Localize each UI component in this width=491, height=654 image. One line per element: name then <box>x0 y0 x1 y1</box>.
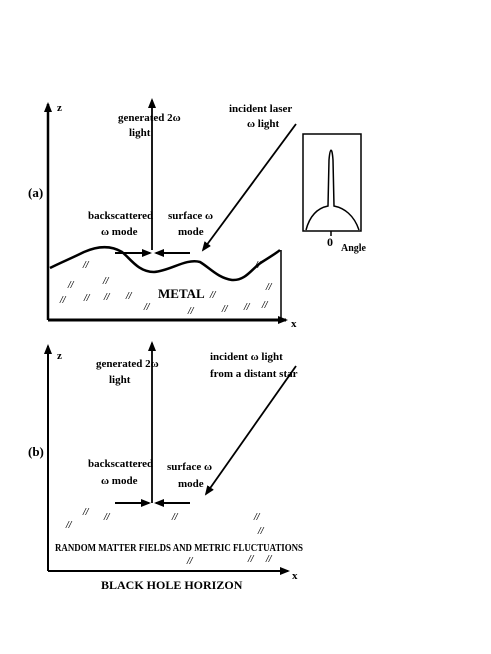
a-hatch-mark: // <box>143 302 151 313</box>
a-backscattered-label-line1: backscattered <box>88 210 153 222</box>
b-hatch-mark: // <box>253 512 261 523</box>
a-surface-label-line1: surface ω <box>168 210 213 222</box>
b-hatch-mark: // <box>186 556 194 567</box>
a-metal-label: METAL <box>158 286 205 301</box>
b-hatch-mark: // <box>265 554 273 565</box>
a-backscattered-label-line2: ω mode <box>101 226 138 238</box>
a-generated-label-line1: generated 2ω <box>118 112 181 124</box>
b-panel-label: (b) <box>28 444 44 459</box>
a-hatch-mark: // <box>125 291 133 302</box>
a-incident-label-line1: incident laser <box>229 103 292 115</box>
a-hatch-mark: // <box>265 282 273 293</box>
a-panel-label: (a) <box>28 185 43 200</box>
a-hatch-mark: // <box>83 293 91 304</box>
b-surface-label-line2: mode <box>178 478 204 490</box>
a-hatch-mark: // <box>67 280 75 291</box>
a-inset-plot: 0 Angle <box>302 133 367 254</box>
b-backscattered-label-line1: backscattered <box>88 458 153 470</box>
a-hatch-mark: // <box>243 302 251 313</box>
b-surface-label-line1: surface ω <box>167 461 212 473</box>
b-incident-light-arrow <box>204 365 297 496</box>
a-z-label: z <box>57 102 62 114</box>
a-incident-label-line2: ω light <box>247 118 280 130</box>
a-hatch-mark: // <box>59 295 67 306</box>
b-fields-label: RANDOM MATTER FIELDS AND METRIC FLUCTUAT… <box>55 542 303 554</box>
b-hatch-mark: // <box>247 554 255 565</box>
a-incident-light-arrow <box>201 123 297 252</box>
b-hatch-mark: // <box>82 507 90 518</box>
a-surface-label-line2: mode <box>178 226 204 238</box>
b-generated-label-line1: generated 2ω <box>96 358 159 370</box>
b-hatch-mark: // <box>65 520 73 531</box>
a-x-label: x <box>291 318 297 330</box>
a-hatch-mark: // <box>103 292 111 303</box>
a-hatch-mark: // <box>254 260 262 271</box>
b-incident-label-line2: from a distant star <box>210 368 298 380</box>
a-inset-tick-label: 0 <box>327 235 333 249</box>
a-metal-surface <box>49 245 281 282</box>
panel-b: z x (b) generated 2ω light incident ω li… <box>28 341 303 592</box>
b-backscattered-label-line2: ω mode <box>101 475 138 487</box>
b-hatch-mark: // <box>257 526 265 537</box>
a-hatch-mark: // <box>221 304 229 315</box>
a-hatch-mark: // <box>82 260 90 271</box>
a-hatch-mark: // <box>261 300 269 311</box>
b-z-label: z <box>57 350 62 362</box>
a-generated-label-line2: light <box>129 127 151 139</box>
b-incident-label-line1: incident ω light <box>210 351 283 363</box>
b-hatch-marks: // // // // // // // // // <box>65 507 273 567</box>
a-hatch-marks: // // // // // // // // // // // // // /… <box>59 260 273 317</box>
a-inset-curve <box>305 149 360 231</box>
b-x-label: x <box>292 570 298 582</box>
b-hatch-mark: // <box>171 512 179 523</box>
a-hatch-mark: // <box>102 276 110 287</box>
b-hatch-mark: // <box>103 512 111 523</box>
a-hatch-mark: // <box>187 306 195 317</box>
b-generated-label-line2: light <box>109 374 131 386</box>
panel-a: z x (a) METAL // // // // // // // // //… <box>28 98 367 330</box>
a-hatch-mark: // <box>209 290 217 301</box>
a-inset-axis-label: Angle <box>341 243 367 254</box>
b-horizon-label: BLACK HOLE HORIZON <box>101 578 243 592</box>
